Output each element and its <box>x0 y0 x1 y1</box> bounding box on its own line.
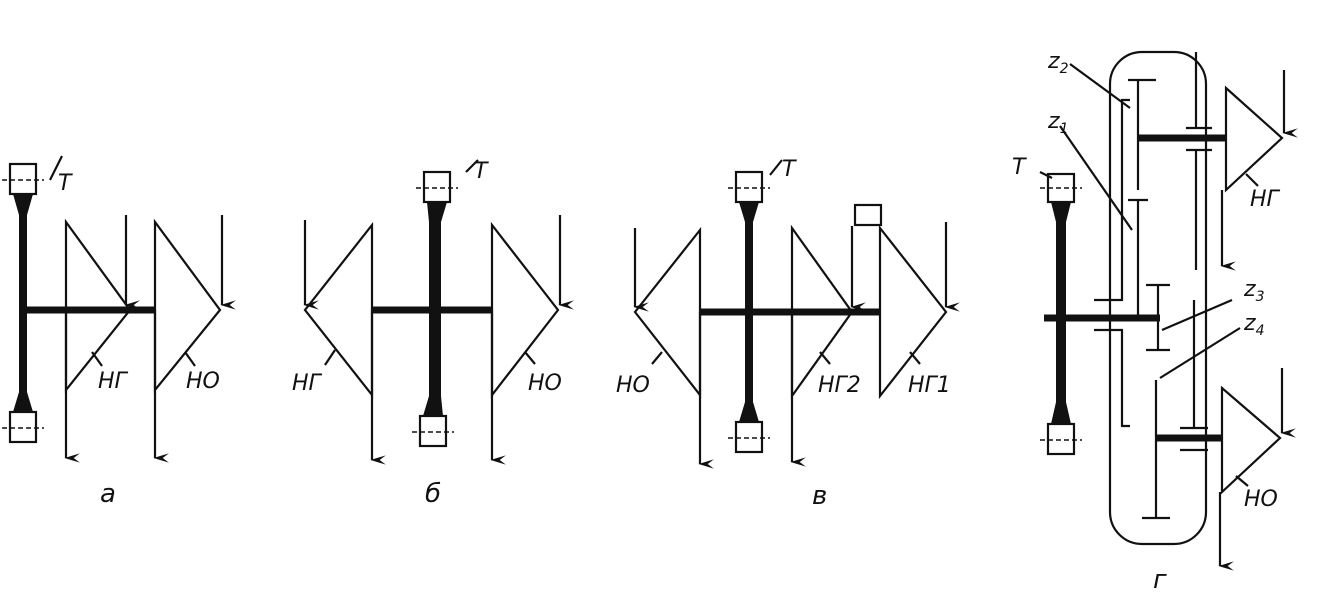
scheme-a: Т НГ НО а <box>2 155 236 509</box>
pump-ng-a <box>64 218 132 394</box>
pump1-label-g: НГ <box>1250 187 1281 212</box>
scheme-v: НО НГ2 НГ1 Т в <box>616 157 960 511</box>
turbine-label-v: Т <box>782 157 797 182</box>
scheme-b: НГ НО Т б <box>292 159 574 509</box>
pump-ng-g <box>1224 85 1284 193</box>
pump2-label-a: НО <box>186 369 220 394</box>
pump1-label-b: НГ <box>292 371 323 396</box>
turbine-a <box>2 155 63 444</box>
turbine-v <box>728 159 783 454</box>
caption-v: в <box>812 481 827 511</box>
pump-ng1-inlet-v <box>853 203 883 227</box>
pump1-label-a: НГ <box>98 369 129 394</box>
pump-no-v <box>633 226 702 399</box>
pump-no-g <box>1220 385 1282 495</box>
pump-ng-b <box>303 221 374 399</box>
scheme-g: Т НГ НО z2 z1 z3 z4 г <box>1012 49 1298 595</box>
gear-z3-label-g: z3 <box>1243 277 1264 305</box>
pump2-label-v: НГ2 <box>818 373 861 398</box>
pump1-label-v: НО <box>616 373 650 398</box>
pump-ng1-v <box>878 224 948 400</box>
caption-a: а <box>100 479 116 509</box>
turbine-b <box>412 159 479 448</box>
turbine-label-g: Т <box>1012 155 1027 180</box>
pump2-label-b: НО <box>528 371 562 396</box>
turbine-g <box>1040 172 1082 456</box>
caption-g: г <box>1153 565 1167 595</box>
pump3-label-v: НГ1 <box>908 373 951 398</box>
pump-no-b <box>490 221 560 399</box>
caption-b: б <box>425 479 441 509</box>
turbine-label-a: Т <box>58 171 73 196</box>
pump2-label-g: НО <box>1244 487 1278 512</box>
gear-z1-label-g: z1 <box>1047 109 1068 137</box>
turbine-label-b: Т <box>474 159 489 184</box>
gear-z4-label-g: z4 <box>1243 311 1264 339</box>
gearbox-housing-g <box>1108 50 1208 546</box>
pump-no-a <box>153 218 222 394</box>
gear-z2-label-g: z2 <box>1047 49 1069 77</box>
